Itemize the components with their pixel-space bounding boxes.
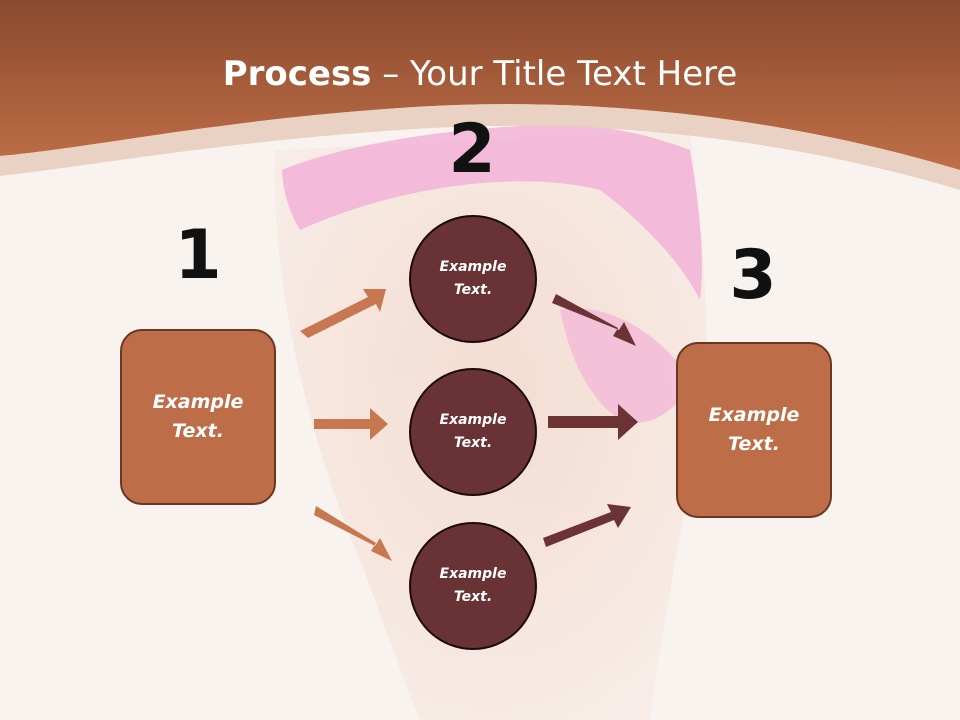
circle-middle-line1: Example <box>439 412 507 428</box>
step-1-text-line1: Example <box>152 391 244 413</box>
circle-bottom-line2: Text. <box>453 589 493 605</box>
circle-bottom: Example Text. <box>409 522 537 650</box>
step-number-2: 2 <box>448 110 496 189</box>
step-3-text-line2: Text. <box>728 433 780 455</box>
step-1-box: Example Text. <box>120 329 276 505</box>
circle-middle-line2: Text. <box>453 435 493 451</box>
arrow-left-to-top <box>300 289 386 338</box>
arrow-bottom-to-right <box>543 504 631 547</box>
circle-middle: Example Text. <box>409 368 537 496</box>
arrow-middle-to-right <box>548 404 638 440</box>
circle-top-line1: Example <box>439 259 507 275</box>
title-bold: Process <box>222 54 372 94</box>
step-1-text-line2: Text. <box>172 420 224 442</box>
step-3-text-line1: Example <box>708 404 800 426</box>
title-rest: – Your Title Text Here <box>371 54 738 94</box>
arrow-top-to-right <box>552 294 636 346</box>
step-number-1: 1 <box>174 216 222 295</box>
step-number-3: 3 <box>729 236 777 315</box>
arrow-left-to-bottom <box>314 506 392 561</box>
circle-bottom-line1: Example <box>439 566 507 582</box>
step-3-box: Example Text. <box>676 342 832 518</box>
circle-top-line2: Text. <box>453 282 493 298</box>
slide-title: Process – Your Title Text Here <box>0 52 960 96</box>
arrow-left-to-middle <box>314 408 388 440</box>
circle-top: Example Text. <box>409 215 537 343</box>
